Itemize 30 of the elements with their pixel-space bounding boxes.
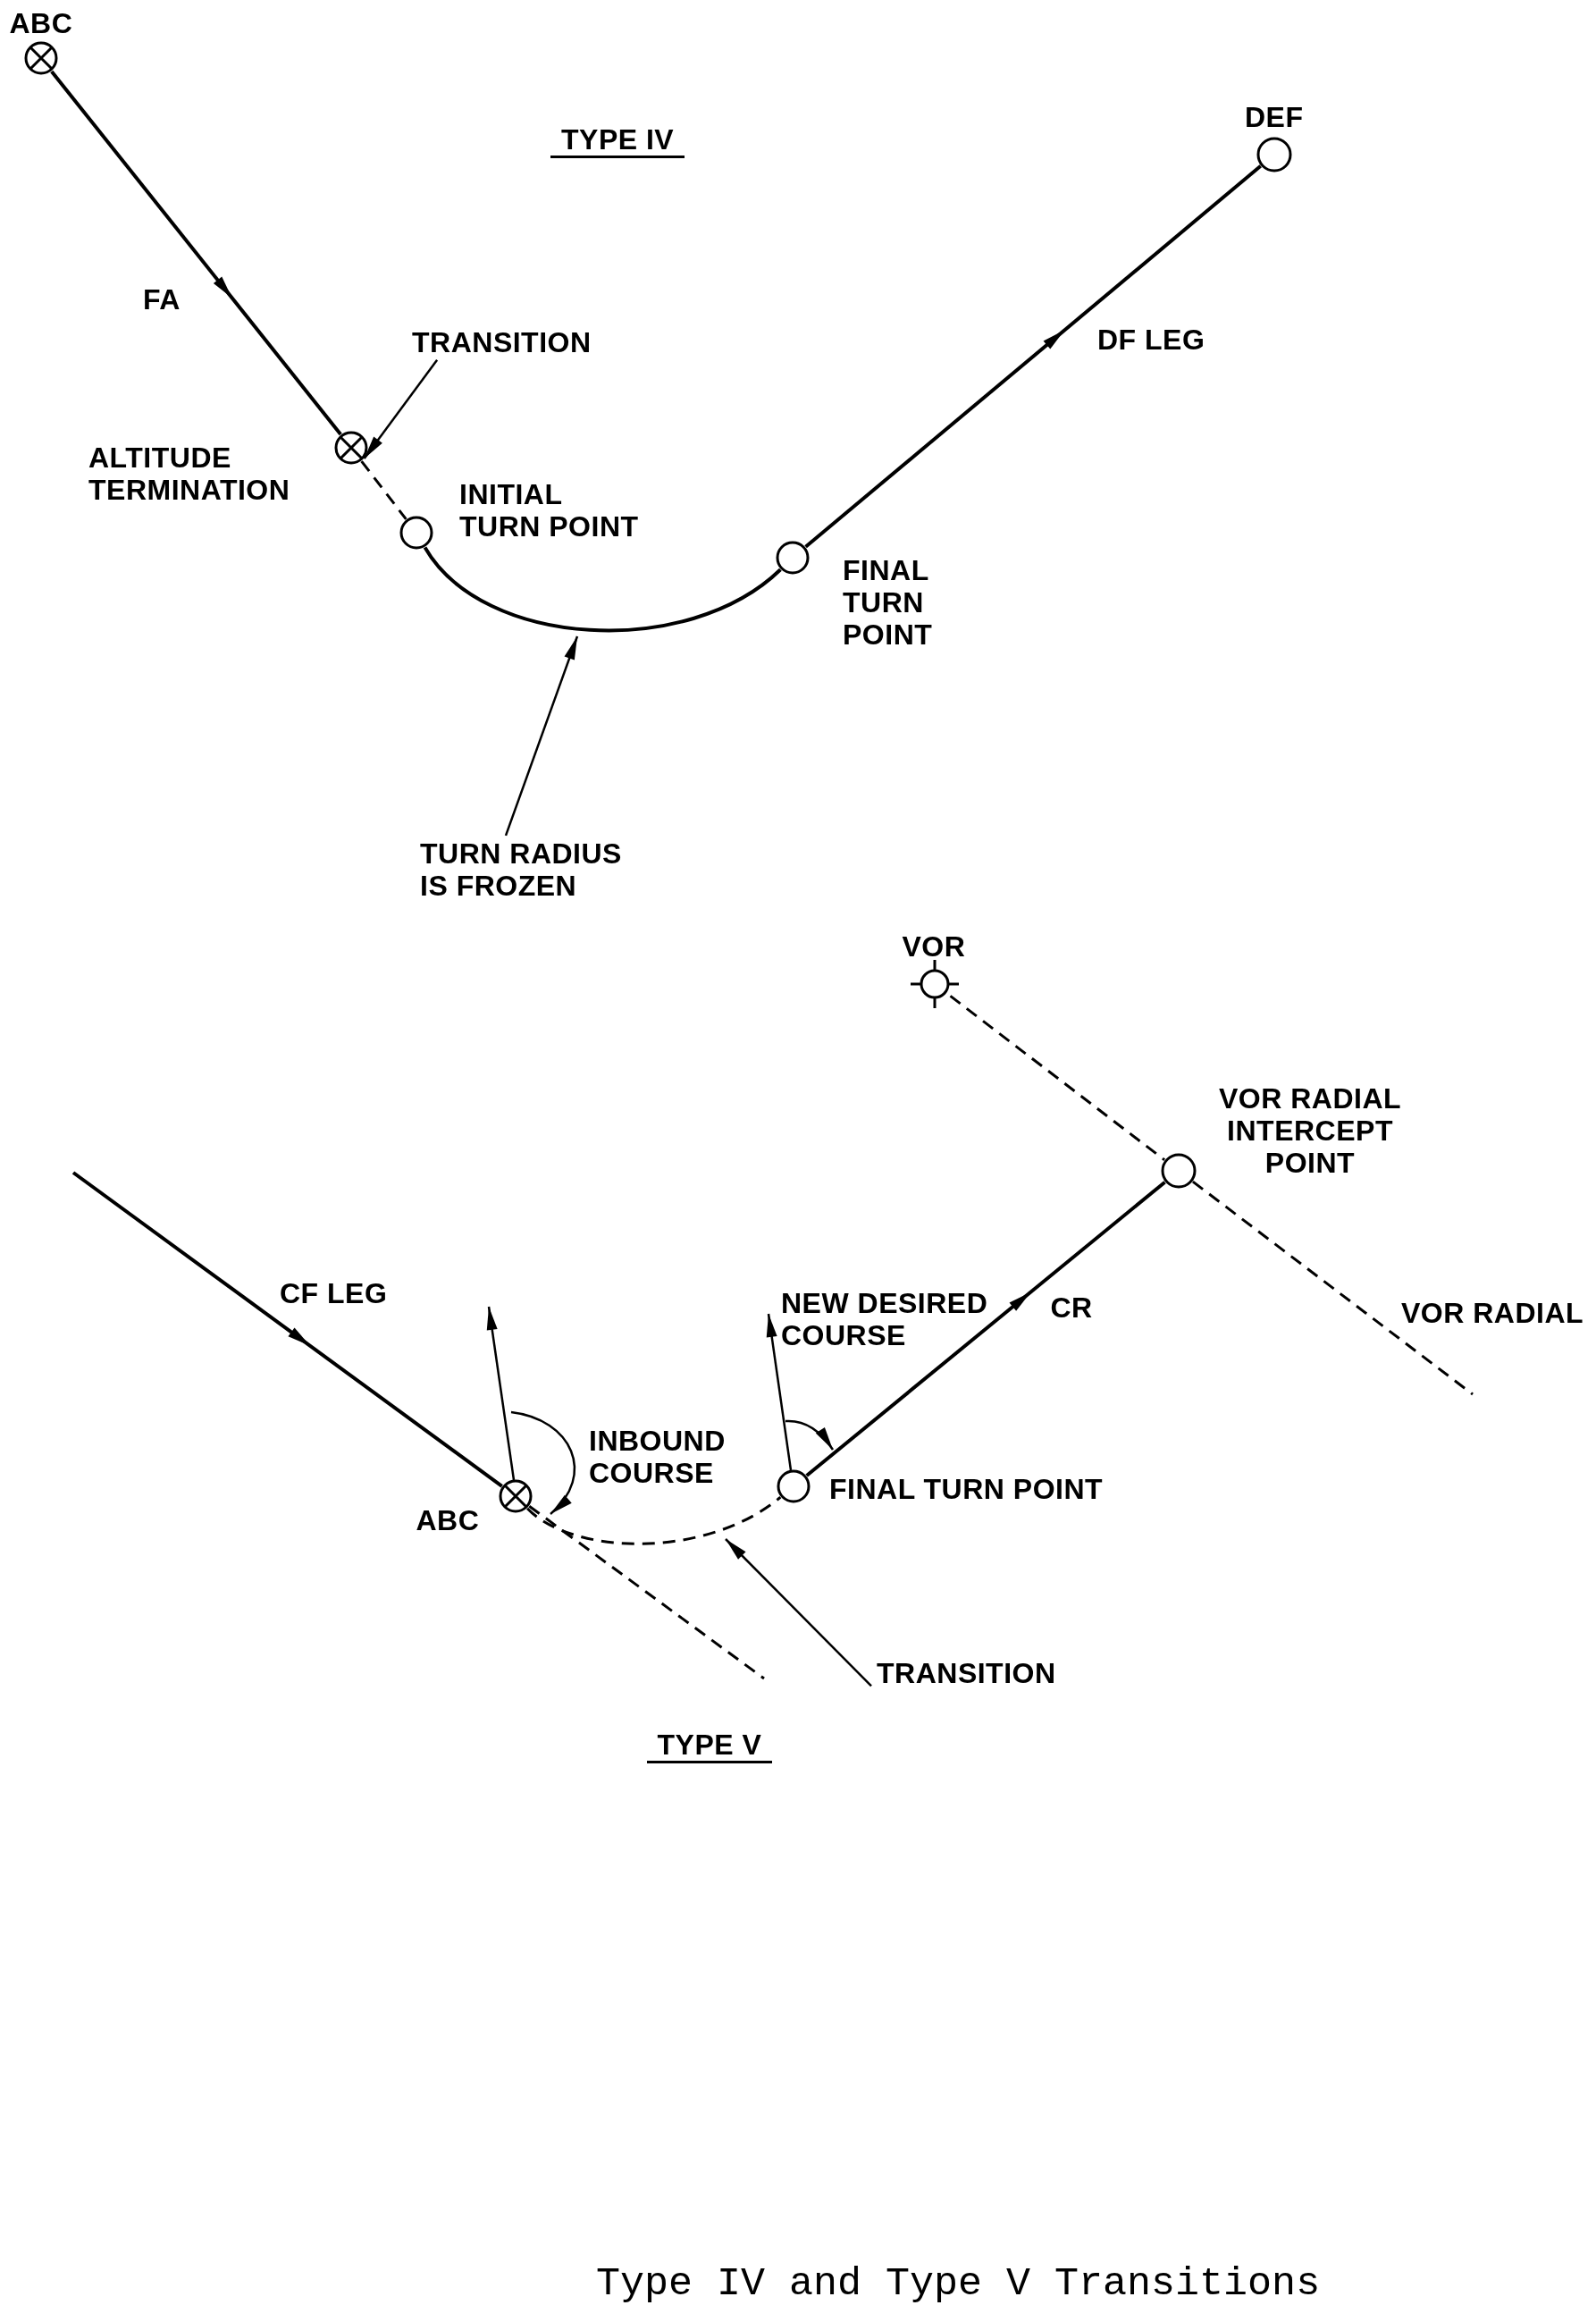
callout-label: TRANSITION — [877, 1657, 1056, 1689]
angle-label: INBOUND COURSE — [589, 1425, 727, 1489]
radial-line — [949, 995, 1165, 1161]
flight-path-arrow — [50, 70, 342, 436]
dashed-path — [528, 1505, 765, 1680]
point-label: FINAL TURN POINT — [843, 554, 934, 651]
point-label: DEF — [1245, 101, 1304, 133]
dashed-path — [526, 1496, 782, 1545]
angle-label: NEW DESIRED COURSE — [781, 1287, 989, 1351]
point-label: FINAL TURN POINT — [829, 1473, 1104, 1505]
leader-arrow — [504, 635, 579, 837]
point-label: ABC — [9, 7, 73, 39]
flight-path-arrow — [71, 1171, 503, 1488]
callout-label: TURN RADIUS IS FROZEN — [420, 837, 634, 902]
section-heading: TYPE IV — [550, 123, 685, 158]
point-label: VOR RADIAL INTERCEPT POINT — [1217, 1082, 1403, 1179]
point-label: VOR — [902, 930, 966, 963]
leader-arrow — [363, 359, 439, 459]
point-label: ALTITUDE TERMINATION — [88, 442, 291, 506]
radial-line — [1192, 1180, 1474, 1396]
callout-label: TRANSITION — [412, 326, 592, 358]
flight-path-curve — [423, 546, 782, 632]
dashed-path — [360, 460, 407, 520]
point-label: ABC — [416, 1504, 480, 1536]
figure-caption: Type IV and Type V Transitions — [596, 2261, 1321, 2308]
flight-path-arrow — [804, 164, 1262, 549]
section-heading: TYPE V — [646, 1729, 773, 1763]
leader-arrow — [725, 1538, 872, 1687]
flight-path-arrow — [805, 1181, 1166, 1477]
point-label: INITIAL TURN POINT — [459, 478, 640, 543]
